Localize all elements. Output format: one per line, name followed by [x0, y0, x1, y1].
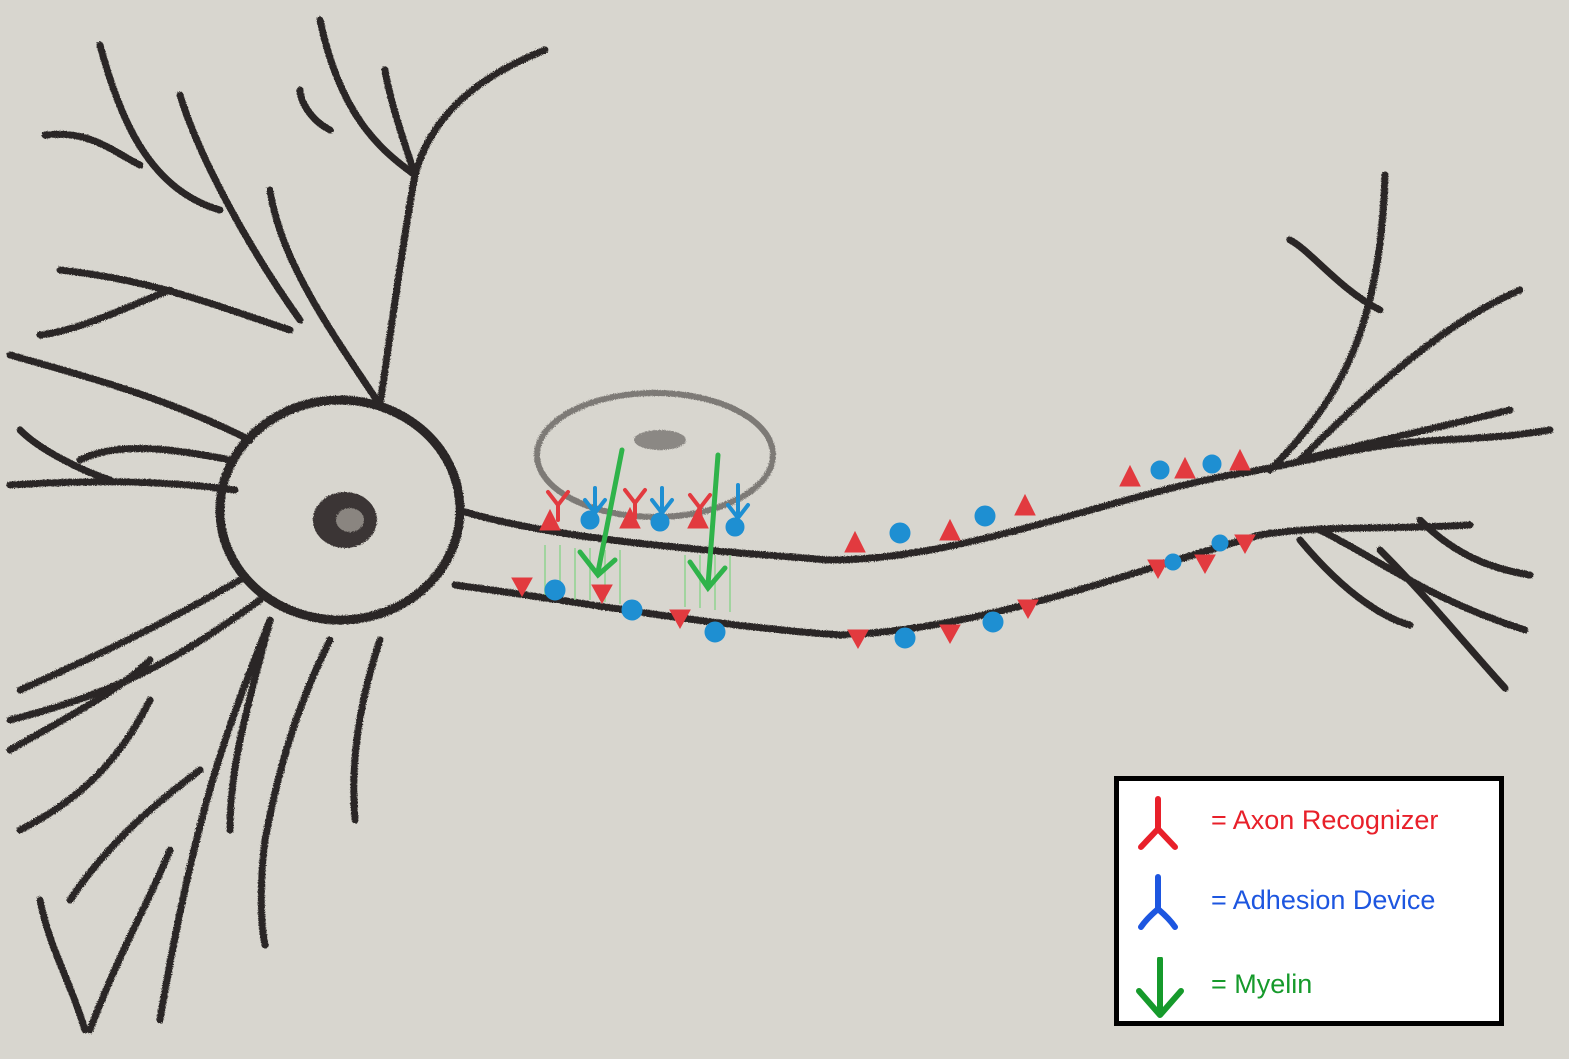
down-arrow-icon [1133, 957, 1187, 1021]
y-receptor-icon [1133, 873, 1183, 933]
legend-item-myelin: = Myelin [1119, 951, 1499, 1021]
legend-label-myelin: = Myelin [1211, 969, 1312, 999]
legend-item-axon-recognizer: = Axon Recognizer [1119, 787, 1499, 857]
legend-label-adhesion-device: = Adhesion Device [1211, 885, 1435, 915]
legend-label-axon-recognizer: = Axon Recognizer [1211, 805, 1438, 835]
legend-item-adhesion-device: = Adhesion Device [1119, 867, 1499, 937]
legend-box: = Axon Recognizer = Adhesion Device = My… [1114, 776, 1504, 1026]
y-receptor-icon [1133, 793, 1183, 853]
